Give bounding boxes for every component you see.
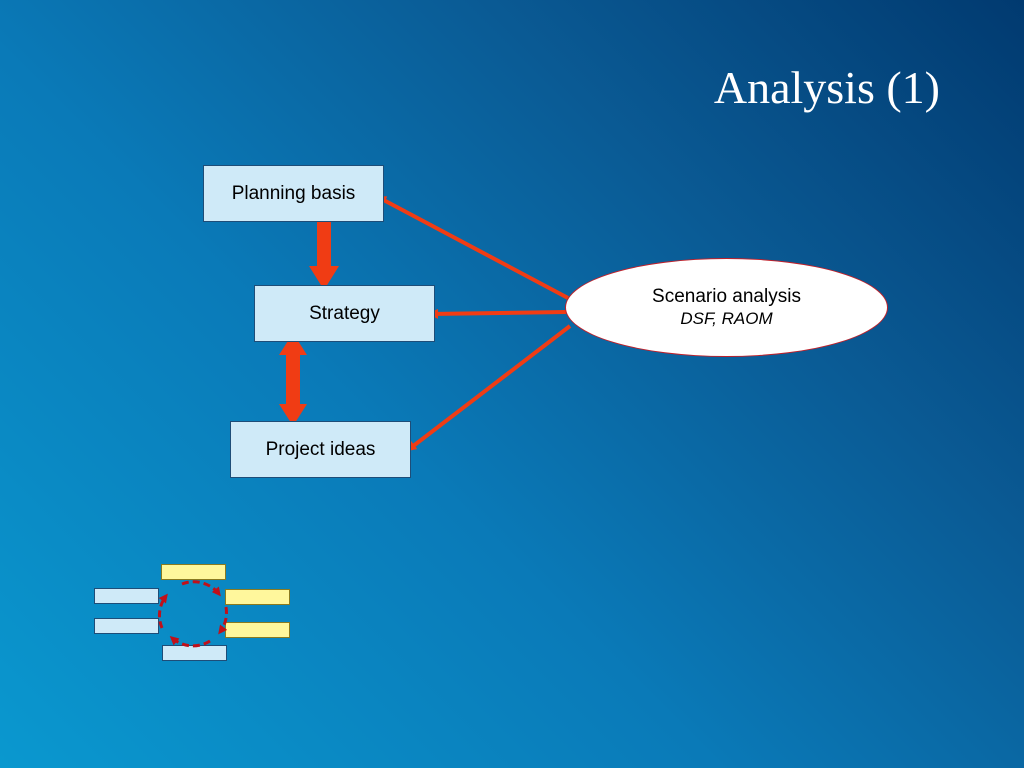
project-ideas-box: Project ideas xyxy=(230,421,411,478)
planning-basis-box: Planning basis xyxy=(203,165,384,222)
arrow-scenario-to-project xyxy=(406,324,572,452)
cycle-box-left-lower xyxy=(94,618,159,634)
project-ideas-label: Project ideas xyxy=(265,438,376,460)
arrow-strategy-project-double xyxy=(279,333,307,426)
arrow-planning-to-strategy xyxy=(309,222,339,290)
cycle-box-right-lower xyxy=(225,622,290,638)
cycle-box-bottom xyxy=(162,645,227,661)
scenario-analysis-ellipse: Scenario analysis DSF, RAOM xyxy=(565,258,888,357)
arrow-scenario-to-strategy xyxy=(428,308,567,319)
strategy-label: Strategy xyxy=(309,302,380,324)
cycle-box-top xyxy=(161,564,226,580)
scenario-analysis-title: Scenario analysis xyxy=(652,285,801,307)
planning-basis-label: Planning basis xyxy=(231,182,356,204)
slide-title: Analysis (1) xyxy=(713,62,940,113)
strategy-box: Strategy xyxy=(254,285,435,342)
cycle-box-right-upper xyxy=(225,589,290,605)
scenario-analysis-subtitle: DSF, RAOM xyxy=(680,308,773,328)
cycle-box-left-upper xyxy=(94,588,159,604)
arrow-scenario-to-planning xyxy=(376,195,569,300)
